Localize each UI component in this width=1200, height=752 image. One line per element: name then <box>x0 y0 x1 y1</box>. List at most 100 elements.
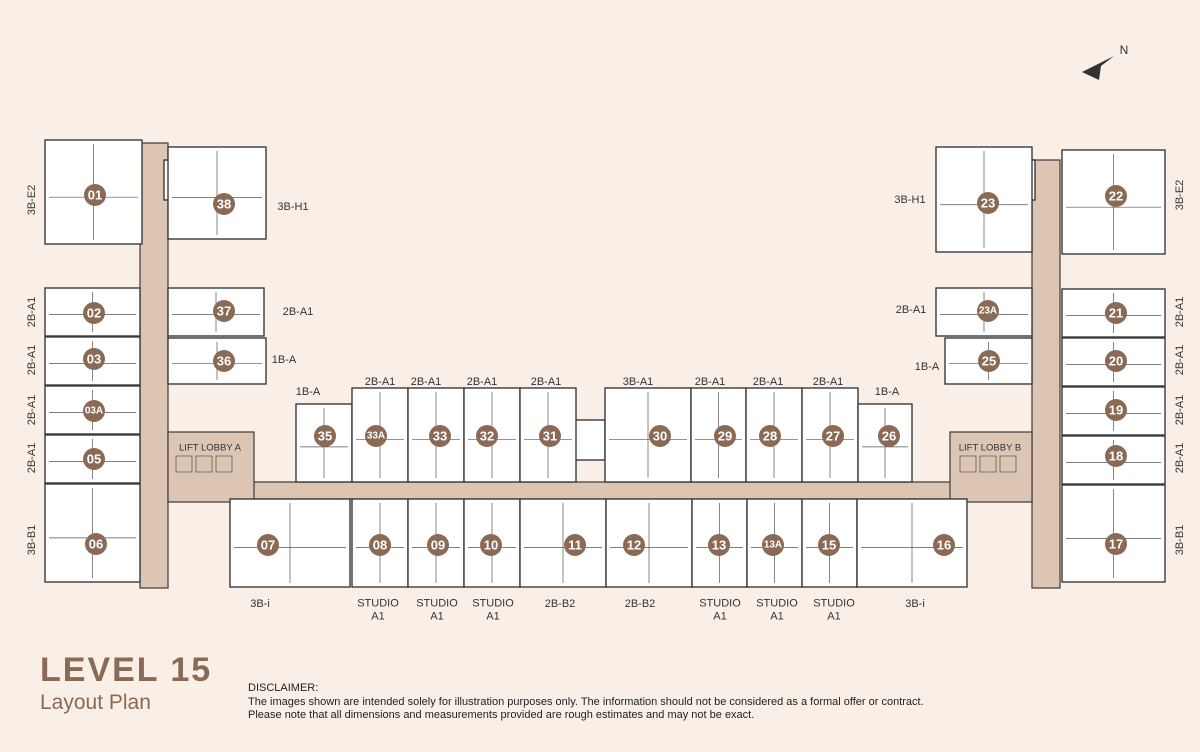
unit-10-badge <box>480 534 502 556</box>
unit-11-badge <box>564 534 586 556</box>
unit-23a-type-label: 2B-A1 <box>896 304 927 316</box>
unit-25-number: 25 <box>982 354 996 369</box>
unit-20[interactable]: 20 2B-A1 <box>1061 337 1186 387</box>
unit-21-number: 21 <box>1109 306 1123 321</box>
unit-23-badge <box>977 192 999 214</box>
unit-13a-badge <box>762 534 784 556</box>
unit-07-type-label: 3B-i <box>250 598 270 610</box>
layout-plan-subtitle: Layout Plan <box>40 691 151 714</box>
unit-35-badge <box>314 425 336 447</box>
unit-06-badge <box>85 533 107 555</box>
unit-26-number: 26 <box>882 429 896 444</box>
unit-23a-number: 23A <box>979 306 997 317</box>
unit-26-badge <box>878 425 900 447</box>
unit-30-badge <box>649 425 671 447</box>
unit-29-badge <box>714 425 736 447</box>
disclaimer-line-2: Please note that all dimensions and meas… <box>248 709 755 721</box>
unit-23[interactable]: 23 3B-H1 <box>894 146 1033 253</box>
unit-20-type-label: 2B-A1 <box>1174 345 1186 376</box>
unit-33a-badge <box>365 425 387 447</box>
unit-19-badge <box>1105 399 1127 421</box>
unit-21-badge <box>1105 302 1127 324</box>
unit-37-type-label: 2B-A1 <box>283 306 314 318</box>
unit-07[interactable]: 07 3B-i <box>229 498 351 610</box>
unit-19[interactable]: 19 2B-A1 <box>1061 386 1186 436</box>
unit-16-number: 16 <box>937 538 951 553</box>
unit-36-type-label: 1B-A <box>272 354 297 366</box>
unit-38-badge <box>213 193 235 215</box>
unit-18-type-label: 2B-A1 <box>1174 443 1186 474</box>
unit-22-type-label: 3B-E2 <box>1174 180 1186 211</box>
unit-22-badge <box>1105 185 1127 207</box>
unit-07-partitions <box>234 503 346 583</box>
unit-12-partitions <box>610 503 688 583</box>
unit-26[interactable]: 26 1B-A <box>857 386 913 483</box>
unit-08-number: 08 <box>373 538 387 553</box>
disclaimer: DISCLAIMER: The images shown are intende… <box>248 682 1148 723</box>
unit-01-type-label: 3B-E2 <box>26 185 38 216</box>
unit-01-number: 01 <box>88 188 102 203</box>
unit-19-type-label: 2B-A1 <box>1174 395 1186 426</box>
unit-03-badge <box>83 348 105 370</box>
right-wing-corridor <box>1031 159 1061 589</box>
unit-12-type-label: 2B-B2 <box>625 598 656 610</box>
unit-15-badge <box>818 534 840 556</box>
unit-23a[interactable]: 23A 2B-A1 <box>896 287 1033 337</box>
left-wing-corridor <box>139 142 169 589</box>
unit-27-badge <box>822 425 844 447</box>
unit-07-number: 07 <box>261 538 275 553</box>
unit-01[interactable]: 01 3B-E2 <box>26 139 143 245</box>
unit-29-type-label: 2B-A1 <box>695 376 726 388</box>
unit-02-badge <box>83 302 105 324</box>
unit-26-type-label: 1B-A <box>875 386 900 398</box>
unit-19-number: 19 <box>1109 403 1123 418</box>
unit-20-number: 20 <box>1109 354 1123 369</box>
unit-23-number: 23 <box>981 196 995 211</box>
main-corridor <box>235 481 997 500</box>
unit-25-badge <box>978 350 1000 372</box>
unit-28-type-label: 2B-A1 <box>753 376 784 388</box>
unit-33-badge <box>429 425 451 447</box>
unit-03a-number: 03A <box>85 406 103 417</box>
unit-23-type-label: 3B-H1 <box>894 194 925 206</box>
unit-17-badge <box>1105 533 1127 555</box>
unit-32-number: 32 <box>480 429 494 444</box>
unit-30-partitions <box>609 392 687 478</box>
unit-01-badge <box>84 184 106 206</box>
